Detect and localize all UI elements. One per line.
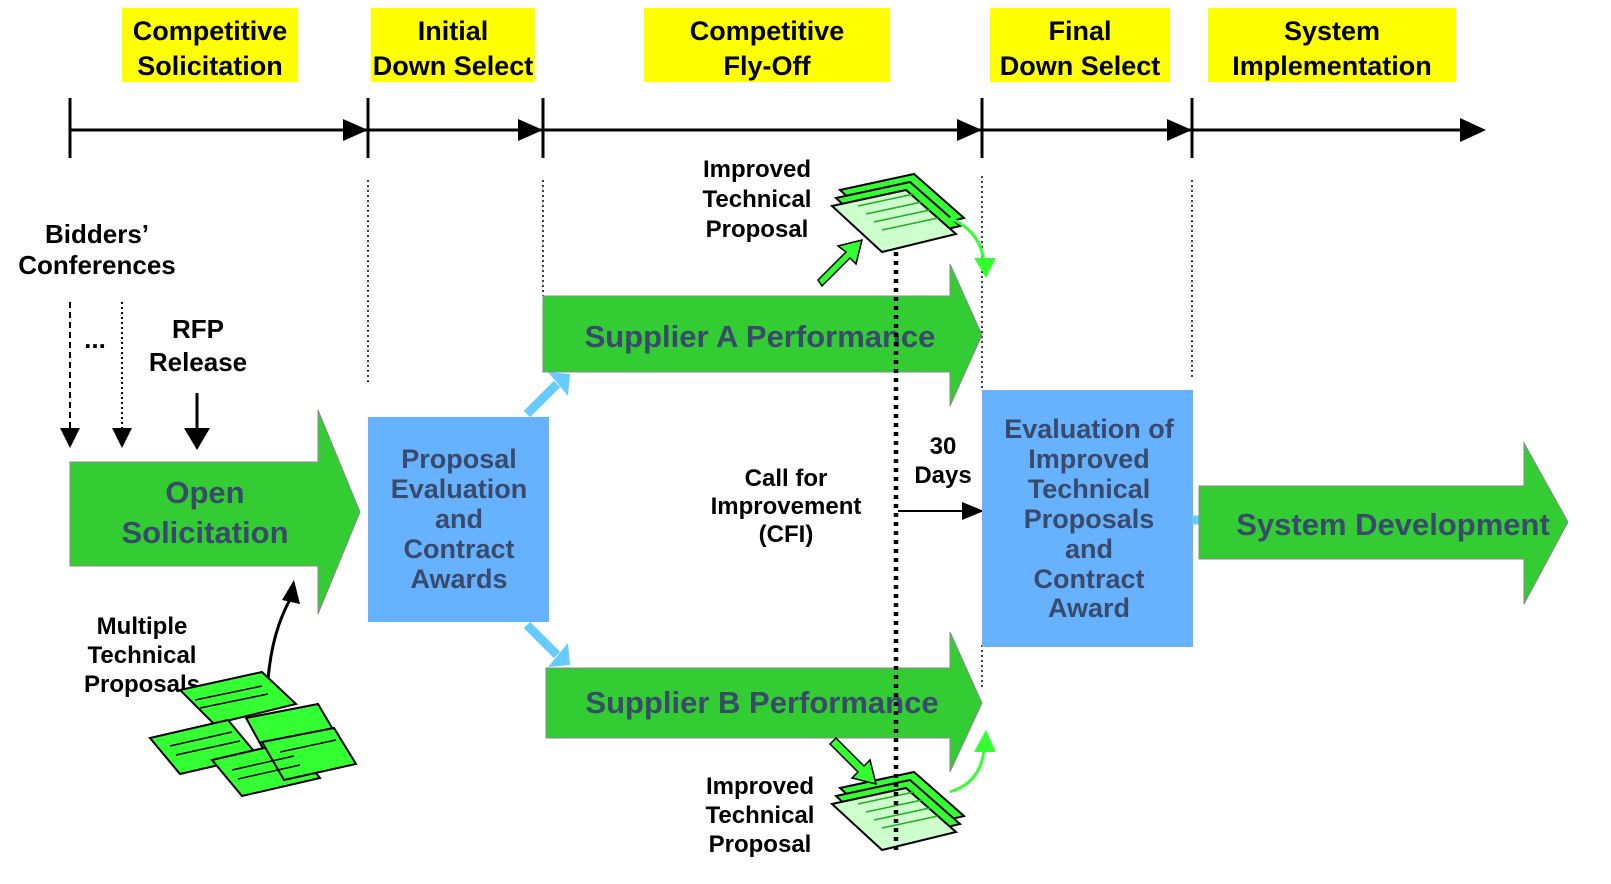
submit-improved-proposal-top-arrow: [817, 238, 864, 288]
phase-header-competitive-solicitation: Competitive Solicitation: [122, 8, 298, 82]
multiple-proposals-label-line1: Multiple: [97, 613, 188, 640]
proposal-eval-text: Proposal: [401, 444, 517, 474]
timeline-arrowhead: [1167, 119, 1192, 141]
open-solicitation-arrow: Open Solicitation: [69, 409, 361, 615]
proposals-arrowhead: [282, 580, 300, 604]
submit-improved-proposal-bottom-arrow: [828, 736, 878, 786]
system-development-arrow: System Development: [1198, 441, 1569, 605]
supplier-a-performance-arrow: Supplier A Performance: [542, 263, 983, 407]
cfi-label-line2: Improvement: [711, 493, 862, 520]
cfi-label-line3: (CFI): [759, 521, 814, 548]
thirty-days-arrowhead: [962, 502, 984, 520]
supplier-a-label: Supplier A Performance: [585, 319, 936, 354]
conference-arrowhead: [60, 428, 80, 448]
proposal-evaluation-box: Proposal Evaluation and Contract Awards: [368, 417, 549, 622]
proposal-eval-text: Contract: [403, 534, 514, 564]
timeline-arrowhead: [1460, 118, 1486, 142]
phase-title-line1: Competitive: [690, 16, 845, 46]
final-eval-text: and: [1065, 534, 1113, 564]
bidders-conferences-label-line1: Bidders’: [45, 219, 149, 249]
green-arrowhead: [974, 730, 996, 752]
phase-title-line2: Implementation: [1232, 51, 1432, 81]
supplier-b-performance-arrow: Supplier B Performance: [545, 631, 983, 773]
system-development-label: System Development: [1236, 507, 1550, 542]
final-eval-text: Technical: [1028, 474, 1151, 504]
phase-header-competitive-fly-off: Competitive Fly-Off: [644, 8, 890, 82]
rfp-release-label-line1: RFP: [172, 314, 224, 344]
timeline-arrowhead: [343, 119, 368, 141]
award-connector-bottom: [523, 621, 570, 667]
thirty-days-label-line1: 30: [930, 433, 957, 460]
final-evaluation-box: Evaluation of Improved Technical Proposa…: [982, 390, 1193, 647]
cfi-label-line1: Call for: [745, 465, 828, 492]
final-eval-text: Award: [1048, 593, 1130, 623]
timeline: [68, 98, 1486, 690]
award-connector-top: [523, 372, 570, 418]
supplier-b-label: Supplier B Performance: [585, 685, 938, 720]
phase-header-final-down-select: Final Down Select: [990, 8, 1170, 82]
bidders-conferences-label-line2: Conferences: [18, 250, 176, 280]
final-eval-text: Evaluation of: [1004, 414, 1175, 444]
proposal-eval-text: and: [435, 504, 483, 534]
phase-title-line2: Solicitation: [137, 51, 283, 81]
thirty-days-label-line2: Days: [914, 462, 971, 489]
open-solicitation-label-line2: Solicitation: [121, 515, 288, 550]
phase-title-line2: Down Select: [373, 51, 534, 81]
improved-proposal-bottom-label-line2: Technical: [706, 802, 815, 829]
phase-title-line1: Competitive: [133, 16, 288, 46]
open-solicitation-label-line1: Open: [165, 475, 244, 510]
phase-title-line1: System: [1284, 16, 1380, 46]
improved-proposal-bottom-to-eval-arrow: [949, 747, 986, 794]
improved-proposal-top-label-line2: Technical: [703, 186, 812, 213]
conference-arrowhead: [112, 428, 132, 448]
timeline-arrowhead: [518, 119, 543, 141]
final-eval-text: Proposals: [1024, 504, 1155, 534]
timeline-arrowhead: [957, 119, 982, 141]
rfp-release-label-line2: Release: [149, 347, 247, 377]
phase-header-system-implementation: System Implementation: [1208, 8, 1456, 82]
phase-title-line1: Initial: [418, 16, 489, 46]
proposals-to-solicitation-arrow: [266, 595, 294, 681]
improved-proposal-bottom-label-line1: Improved: [706, 773, 814, 800]
multiple-proposals-label-line3: Proposals: [84, 671, 200, 698]
improved-proposal-top-document-icon: [829, 172, 967, 254]
phase-title-line2: Fly-Off: [724, 51, 812, 81]
multiple-proposals-label-line2: Technical: [88, 642, 197, 669]
final-eval-text: Improved: [1028, 444, 1150, 474]
improved-proposal-top-label-line1: Improved: [703, 156, 811, 183]
proposal-eval-text: Awards: [410, 564, 507, 594]
phase-title-line1: Final: [1048, 16, 1111, 46]
phase-title-line2: Down Select: [1000, 51, 1161, 81]
phase-header-initial-down-select: Initial Down Select: [371, 8, 535, 82]
improved-proposal-top-label-line3: Proposal: [706, 216, 809, 243]
final-eval-text: Contract: [1033, 564, 1144, 594]
multiple-proposals-document-icon: [148, 670, 358, 798]
ellipsis-label: ...: [84, 324, 106, 354]
green-arrowhead: [974, 258, 996, 278]
rfp-release-arrowhead: [184, 428, 210, 450]
improved-proposal-bottom-label-line3: Proposal: [709, 831, 812, 858]
proposal-eval-text: Evaluation: [391, 474, 528, 504]
